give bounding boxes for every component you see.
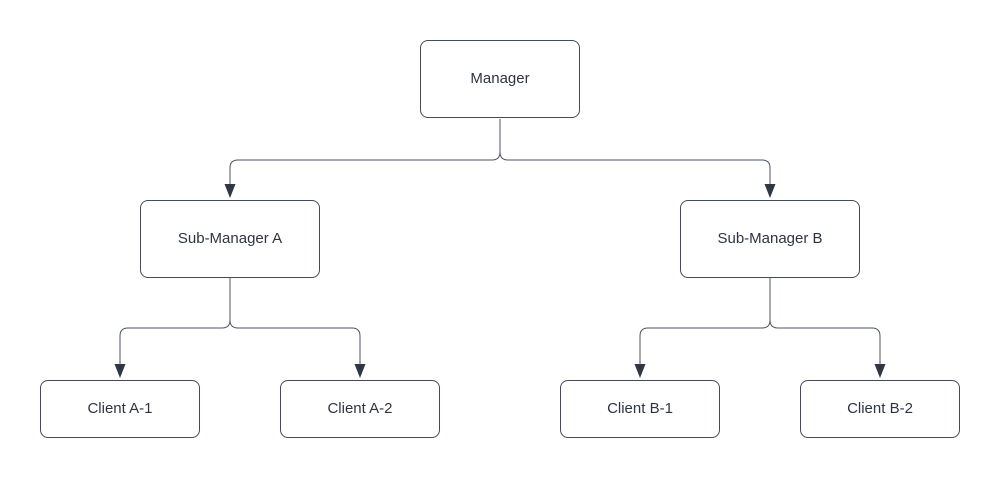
edge-manager-sub-manager-b (499, 119, 776, 198)
arrowhead-down-icon (764, 184, 776, 198)
edge-sub-manager-b-client-b2 (769, 278, 886, 378)
node-sub-manager-b[interactable]: Sub-Manager B (680, 200, 860, 278)
node-label: Client B-1 (607, 400, 673, 417)
node-label: Client A-1 (87, 400, 153, 417)
edge-line (499, 119, 771, 184)
edge-sub-manager-b-client-b1 (634, 278, 771, 378)
edge-line (119, 278, 231, 364)
node-label: Manager (470, 70, 530, 87)
node-label: Sub-Manager A (177, 230, 283, 247)
edge-line (229, 119, 501, 184)
node-client-b2[interactable]: Client B-2 (800, 380, 960, 438)
edge-sub-manager-a-client-a1 (114, 278, 231, 378)
node-label: Client A-2 (327, 400, 393, 417)
arrowhead-down-icon (634, 364, 646, 378)
edge-manager-sub-manager-a (224, 119, 501, 198)
node-manager[interactable]: Manager (420, 40, 580, 118)
node-label: Sub-Manager B (717, 230, 823, 247)
node-client-b1[interactable]: Client B-1 (560, 380, 720, 438)
node-client-a2[interactable]: Client A-2 (280, 380, 440, 438)
node-sub-manager-a[interactable]: Sub-Manager A (140, 200, 320, 278)
edge-line (229, 278, 361, 364)
edge-line (769, 278, 881, 364)
arrowhead-down-icon (224, 184, 236, 198)
arrowhead-down-icon (114, 364, 126, 378)
edge-sub-manager-a-client-a2 (229, 278, 366, 378)
node-client-a1[interactable]: Client A-1 (40, 380, 200, 438)
node-label: Client B-2 (847, 400, 913, 417)
arrowhead-down-icon (874, 364, 886, 378)
edge-line (639, 278, 771, 364)
arrowhead-down-icon (354, 364, 366, 378)
